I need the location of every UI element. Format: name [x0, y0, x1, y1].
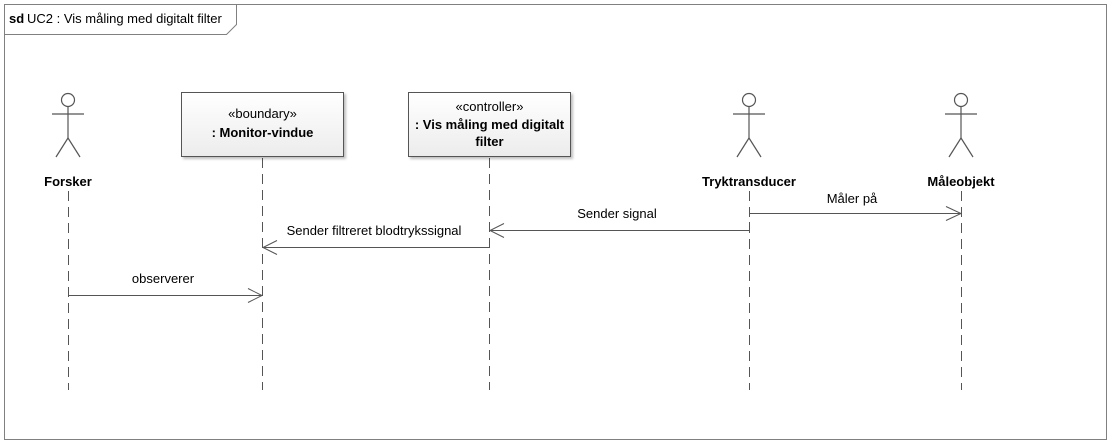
open-arrowhead-icon [488, 223, 505, 238]
open-arrowhead-icon [945, 206, 963, 221]
frame-title: UC2 : Vis måling med digitalt filter [27, 11, 223, 26]
actor-name-forsker: Forsker [44, 174, 92, 189]
actor-tryktransducer[interactable] [733, 92, 765, 158]
actor-head-icon [741, 92, 757, 108]
message-sender-signal[interactable] [488, 222, 750, 238]
open-arrowhead-icon [247, 288, 264, 303]
actor-head-icon [60, 92, 76, 108]
message-sender-filtreret[interactable] [261, 238, 490, 255]
object-controller[interactable]: «controller» : Vis måling med digitalt f… [408, 92, 571, 157]
message-label-sender-filtreret: Sender filtreret blodtrykssignal [287, 223, 462, 238]
frame-keyword: sd [9, 11, 24, 26]
object-name-monitor: : Monitor-vindue [212, 125, 314, 140]
object-monitor[interactable]: «boundary» : Monitor-vindue [181, 92, 344, 157]
object-name-controller-line1: : Vis måling med digitalt [415, 117, 565, 132]
message-label-observerer: observerer [132, 271, 195, 286]
stereotype-boundary: «boundary» [228, 106, 297, 121]
message-label-sender-signal: Sender signal [577, 206, 657, 221]
actor-forsker[interactable] [52, 92, 84, 158]
actor-name-tryktransducer: Tryktransducer [702, 174, 796, 189]
actor-name-maaleobjekt: Måleobjekt [927, 174, 995, 189]
message-maaler-paa[interactable] [749, 206, 963, 221]
message-observerer[interactable] [68, 288, 264, 303]
actor-head-icon [953, 92, 969, 108]
actor-maaleobjekt[interactable] [945, 92, 977, 158]
frame-title-tab [4, 4, 237, 35]
message-label-maaler-paa: Måler på [827, 191, 878, 206]
diagram-frame [4, 4, 1107, 440]
object-name-controller-line2: filter [475, 134, 503, 149]
stereotype-controller: «controller» [456, 99, 524, 114]
open-arrowhead-icon [261, 240, 278, 255]
